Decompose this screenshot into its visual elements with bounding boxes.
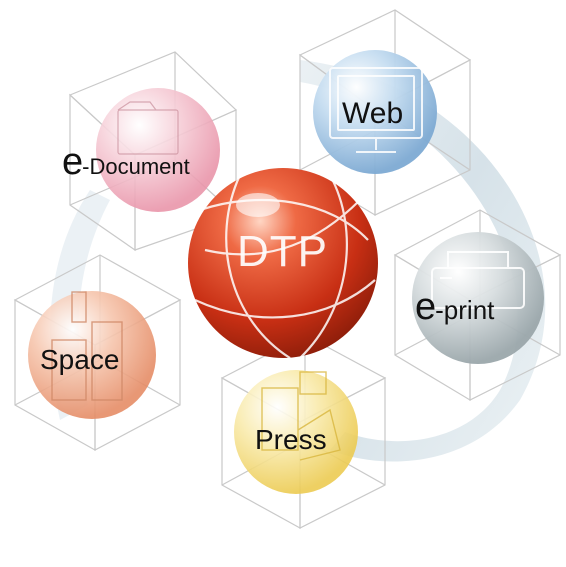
- space-label-text: Space: [40, 344, 120, 375]
- document-label-prefix: e: [62, 141, 83, 183]
- press-label: Press: [255, 426, 327, 454]
- web-sphere: [313, 50, 437, 174]
- document-label: e-Document: [62, 143, 190, 181]
- swoosh-arc: [300, 60, 546, 462]
- printer-icon: [431, 251, 525, 309]
- document-sphere: [96, 88, 220, 212]
- dtp-hub-label: DTP: [237, 227, 328, 276]
- web-label-text: Web: [342, 97, 404, 130]
- folder-icon: [117, 101, 179, 155]
- monitor-icon: [329, 67, 423, 153]
- space-label: Space: [40, 346, 119, 374]
- print-label-suffix: -print: [435, 295, 495, 325]
- web-label: Web: [342, 99, 403, 129]
- press-sphere: [234, 370, 358, 494]
- print-label: e-print: [415, 288, 494, 326]
- press-label-text: Press: [255, 424, 327, 455]
- print-sphere: [412, 232, 544, 364]
- print-label-prefix: e: [415, 286, 436, 328]
- document-label-suffix: -Document: [82, 154, 190, 179]
- stand-icon: [51, 291, 123, 401]
- press-machine-icon: [261, 371, 341, 461]
- dtp-hub-sphere: [188, 168, 378, 359]
